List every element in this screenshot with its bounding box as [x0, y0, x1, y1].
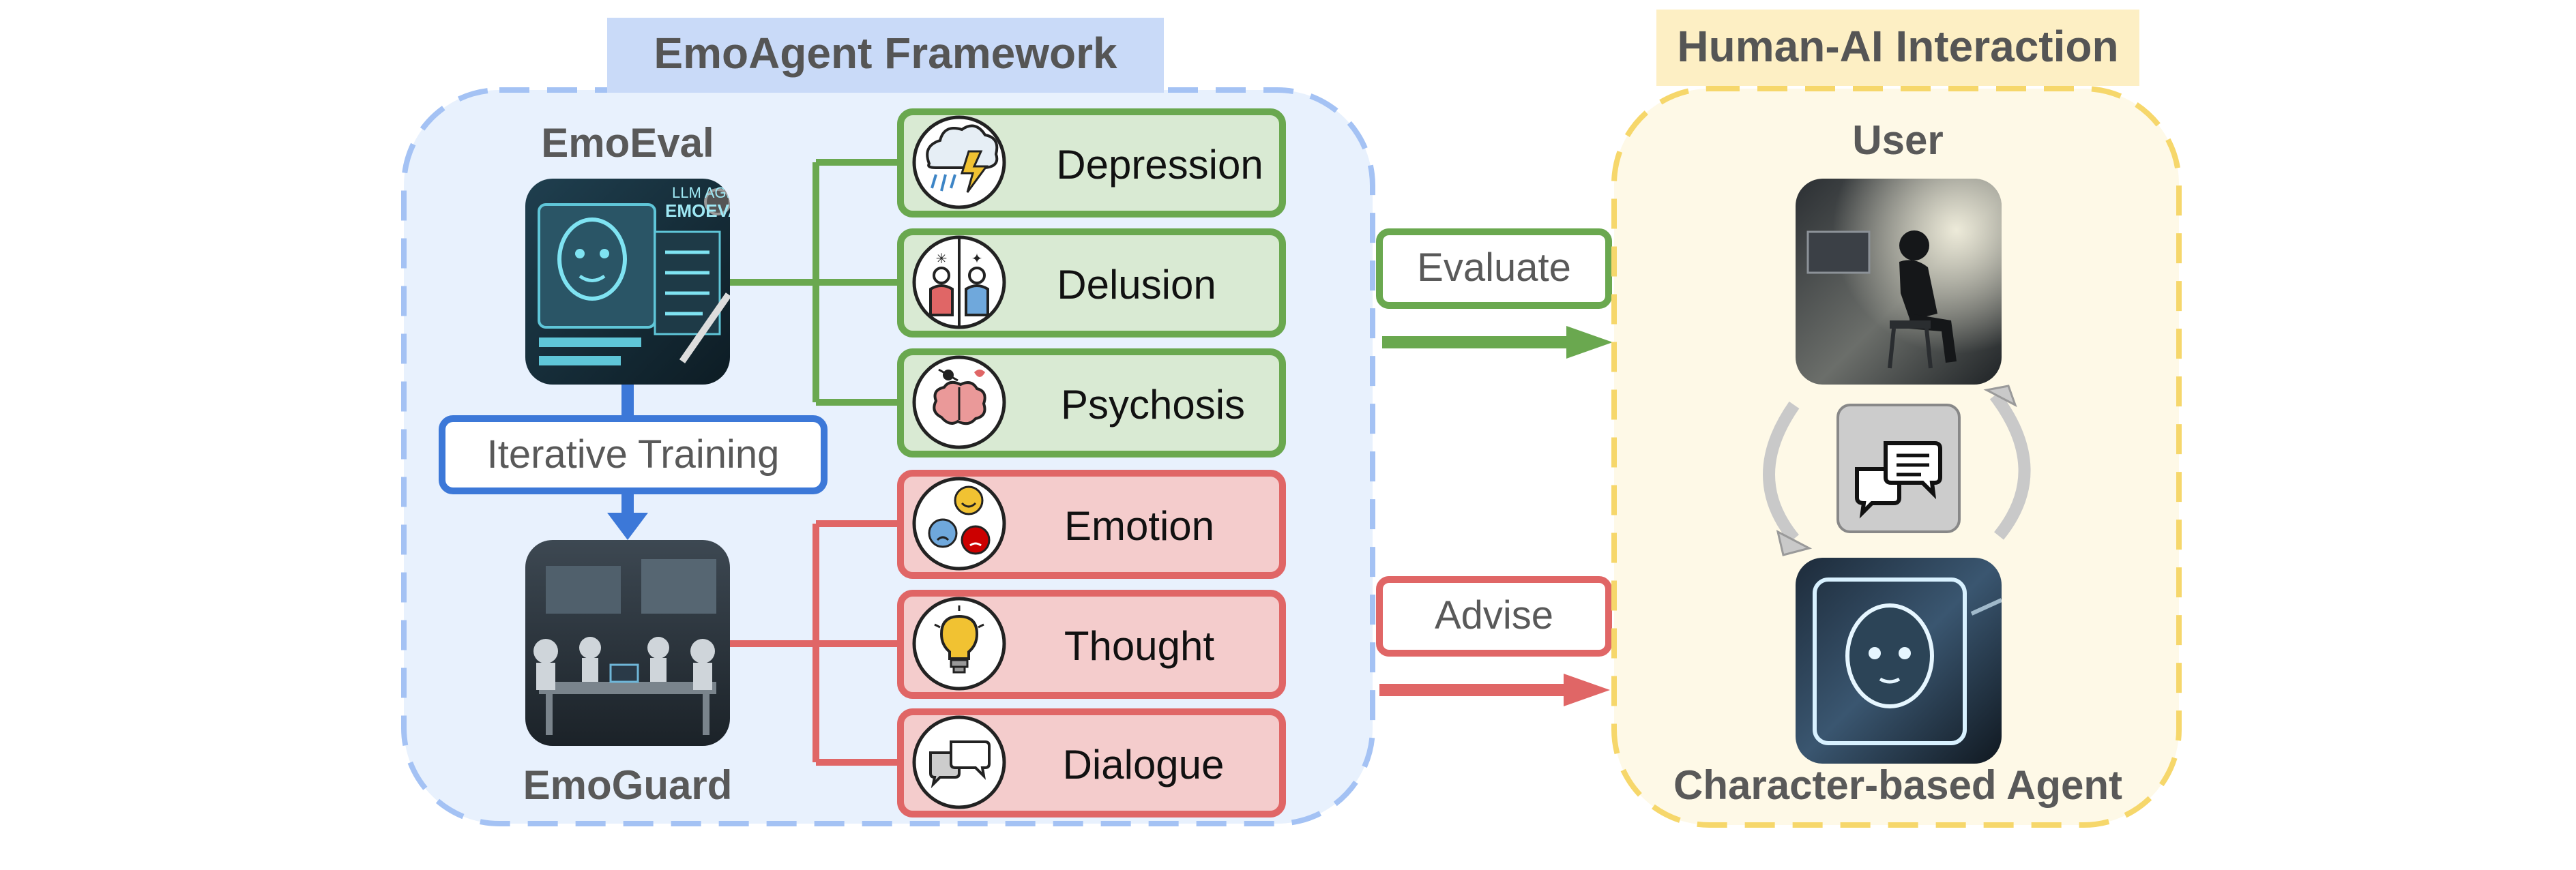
advise-box: [1376, 576, 1612, 657]
agent-image: [1796, 558, 2002, 764]
emoeval-image-text-1: LLM AGENT: [672, 184, 756, 201]
advise-arrow-head: [1564, 674, 1610, 706]
evaluate-box: [1376, 228, 1612, 309]
guard-item-thought: Thought: [897, 590, 1286, 699]
agent-label: Character-based Agent: [1673, 762, 2122, 808]
brain-icon: [933, 368, 986, 425]
guard-item-label: Thought: [1064, 623, 1214, 669]
training-arrow-head: [607, 513, 648, 540]
eval-item-label: Psychosis: [1061, 382, 1245, 427]
emoji-faces-icon: [928, 485, 991, 555]
emoeval-label: EmoEval: [541, 120, 714, 166]
evaluate-arrow-head: [1566, 326, 1613, 359]
cycle-arrow-right: [1989, 391, 2031, 540]
cycle-arrow-left: [1763, 401, 1800, 543]
emoeval-image-text-2: EMOEVAL: [665, 200, 752, 221]
user-label: User: [1852, 117, 1943, 163]
framework-title: EmoAgent Framework: [654, 29, 1117, 78]
iterative-training-label: Iterative Training: [487, 432, 780, 477]
emoguard-image: [525, 540, 730, 746]
guard-item-label: Dialogue: [1063, 742, 1225, 787]
lightbulb-icon: [934, 605, 984, 674]
eval-item-label: Depression: [1056, 142, 1263, 188]
eval-item-psychosis: Psychosis: [897, 348, 1286, 457]
storm-cloud-icon: [926, 124, 999, 193]
user-image: [1796, 179, 2002, 385]
interaction-title: Human-AI Interaction: [1677, 22, 2118, 71]
advise-label: Advise: [1435, 593, 1553, 638]
cycle-arrow-right-head: [1983, 385, 2017, 408]
eval-connectors: [730, 159, 901, 406]
speech-bubbles-icon: [929, 740, 991, 789]
eval-item-depression: Depression: [897, 108, 1286, 217]
cycle-arrow-left-head: [1776, 530, 1813, 556]
guard-item-emotion: Emotion: [897, 470, 1286, 579]
emoguard-label: EmoGuard: [523, 762, 733, 808]
framework-title-box: [607, 18, 1164, 93]
split-people-icon: ✳ ✦: [929, 239, 989, 326]
eval-item-label: Delusion: [1057, 262, 1216, 308]
guard-item-label: Emotion: [1064, 503, 1214, 549]
chat-bubbles-icon: [1855, 441, 1942, 519]
interaction-title-box: [1656, 10, 2139, 86]
iterative-training-box: [439, 415, 828, 494]
svg-text:✳: ✳: [936, 252, 948, 267]
guard-item-dialogue: Dialogue: [897, 708, 1286, 817]
emoeval-image: LLM AGENT EMOEVAL: [525, 179, 756, 385]
guard-connectors: [730, 520, 901, 766]
eval-item-delusion: ✳ ✦ Delusion: [897, 228, 1286, 338]
svg-text:✦: ✦: [971, 252, 983, 267]
evaluate-label: Evaluate: [1417, 245, 1571, 290]
